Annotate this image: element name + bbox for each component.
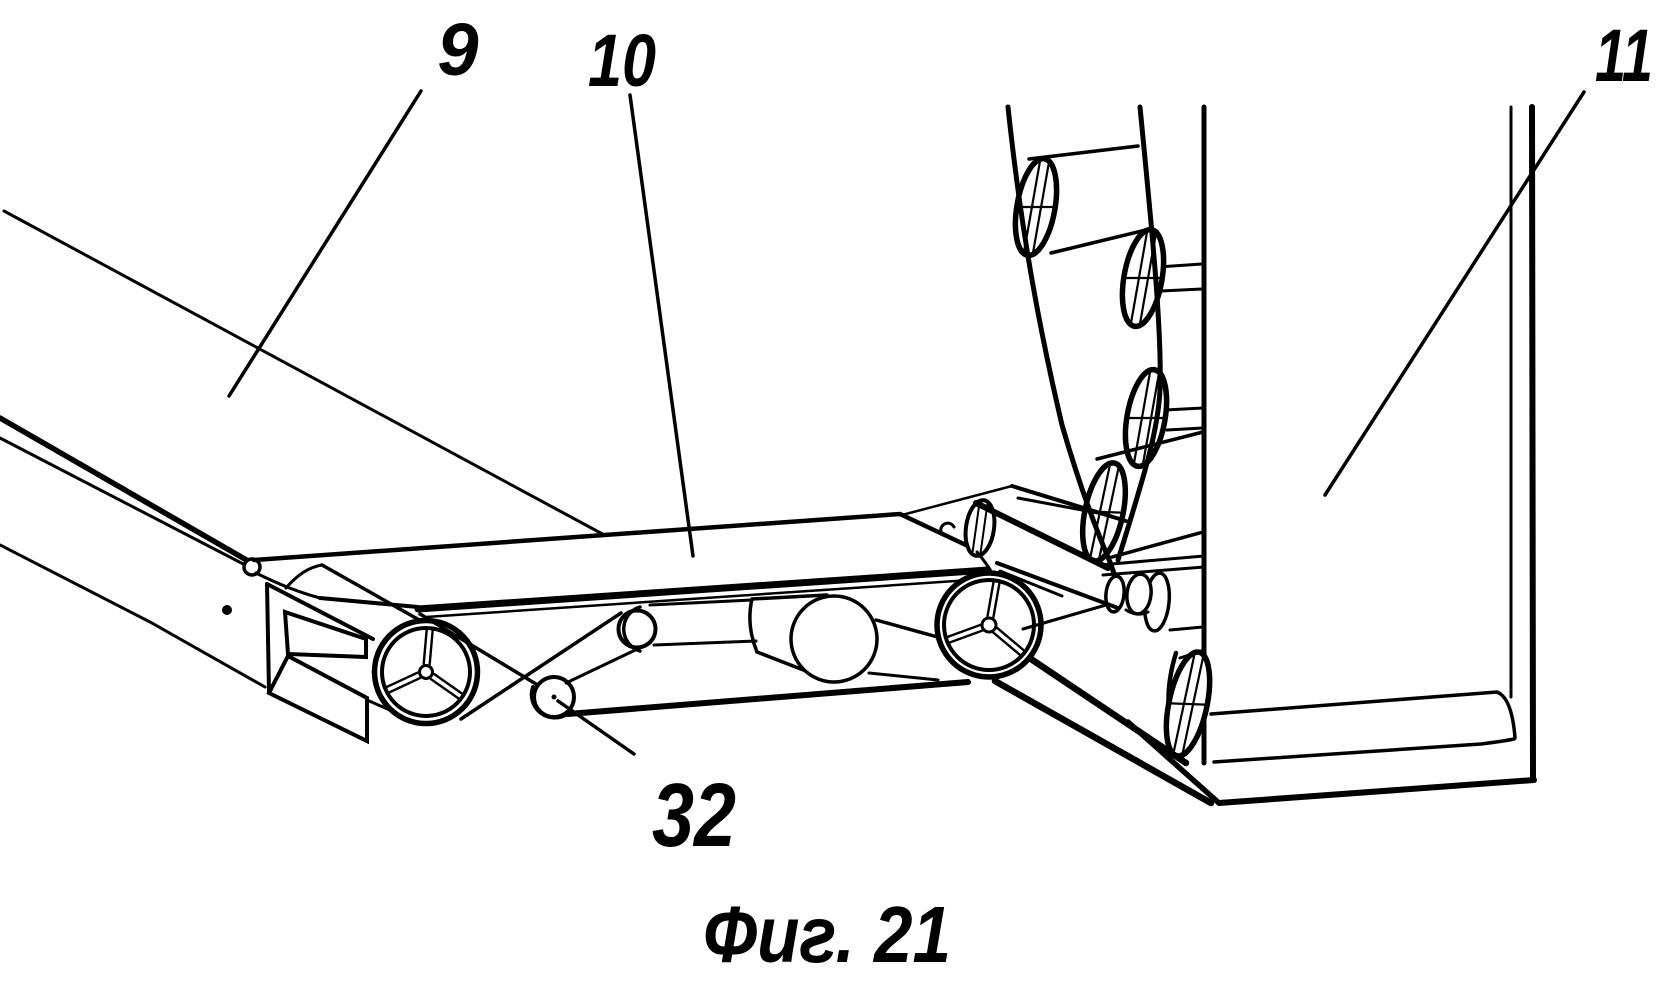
svg-text:11: 11 (1595, 14, 1653, 97)
svg-text:10: 10 (588, 19, 656, 102)
svg-text:Фиг. 21: Фиг. 21 (703, 890, 951, 979)
svg-text:9: 9 (437, 8, 478, 91)
svg-text:32: 32 (652, 766, 736, 866)
